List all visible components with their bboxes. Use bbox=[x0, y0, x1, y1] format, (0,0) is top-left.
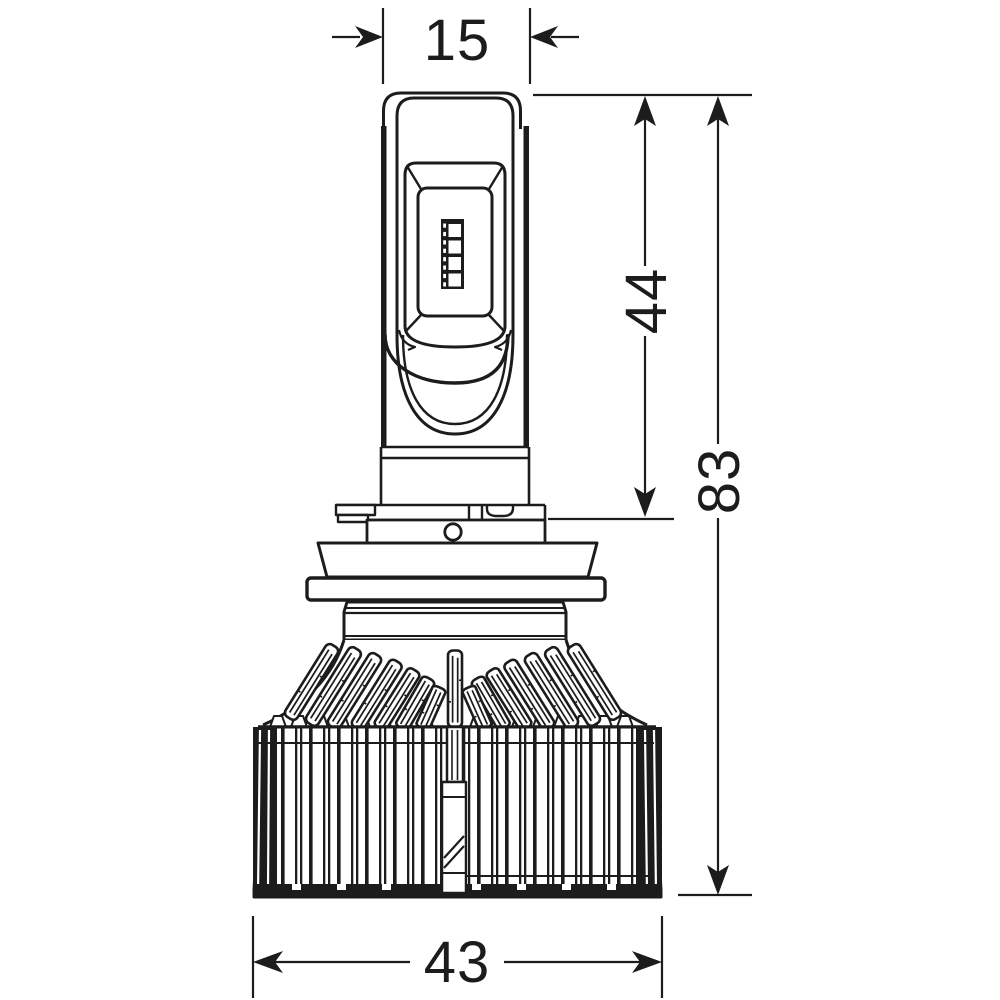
fin-edge-dense-left bbox=[253, 727, 277, 895]
heatsink-pins bbox=[281, 640, 625, 733]
bulb-housing bbox=[381, 91, 529, 460]
dimension-base-width: 43 bbox=[251, 916, 664, 998]
dimension-label-top-width: 15 bbox=[424, 8, 491, 73]
cartridge-bottom-outer bbox=[395, 334, 515, 436]
dimension-label-base-width: 43 bbox=[424, 930, 491, 995]
dimension-label-total-height: 83 bbox=[687, 448, 752, 515]
housing-side-left bbox=[381, 126, 387, 447]
panel-hook-left bbox=[397, 329, 417, 352]
dimension-top-width: 15 bbox=[332, 8, 579, 84]
led-chip bbox=[448, 240, 461, 254]
locating-hole bbox=[443, 522, 463, 542]
column-hatch bbox=[443, 845, 465, 869]
dimension-arrow bbox=[634, 487, 656, 517]
led-window-panel bbox=[397, 161, 513, 352]
panel-hook-right bbox=[493, 329, 513, 352]
dimension-arrow bbox=[355, 26, 383, 48]
center-column-neck bbox=[445, 725, 465, 784]
heatsink-finned-base bbox=[252, 725, 663, 899]
led-chip-strip bbox=[441, 219, 464, 289]
housing-bottom-arc bbox=[383, 333, 510, 385]
dimension-arrow bbox=[253, 951, 283, 973]
flange-ring bbox=[305, 576, 607, 602]
dimension-arrow bbox=[707, 865, 729, 895]
key-notch-scoop bbox=[485, 505, 515, 518]
panel-chamfer-br bbox=[488, 314, 505, 332]
cartridge-outline bbox=[395, 96, 515, 335]
heatsink-pin-center bbox=[446, 649, 464, 729]
chip-contact-dashes bbox=[443, 223, 446, 287]
cartridge-bottom-inner bbox=[401, 334, 509, 426]
mounting-flange bbox=[305, 541, 607, 602]
center-column bbox=[440, 725, 468, 895]
dimension-arrow bbox=[707, 96, 729, 126]
panel-inner bbox=[416, 186, 494, 318]
base-collar bbox=[334, 447, 547, 545]
dimension-arrow bbox=[530, 26, 558, 48]
fin-edge-dense-right bbox=[638, 727, 662, 895]
left-tab-lower bbox=[336, 513, 370, 524]
panel-chamfer-tl bbox=[405, 165, 423, 190]
left-tab-upper bbox=[334, 503, 377, 517]
panel-chamfer-bl bbox=[405, 314, 422, 332]
column-hatch bbox=[443, 835, 465, 859]
dimension-label-upper-height: 44 bbox=[614, 268, 679, 335]
heatsink-neck bbox=[342, 600, 568, 642]
panel-outer bbox=[403, 161, 507, 349]
dimension-total-height: 83 bbox=[687, 96, 752, 895]
flange-skirt bbox=[316, 541, 599, 579]
center-column-body bbox=[440, 780, 468, 895]
dimension-upper-height: 44 bbox=[614, 96, 679, 517]
panel-chamfer-tr bbox=[487, 165, 505, 190]
housing-side-right bbox=[523, 126, 529, 447]
led-chip bbox=[448, 273, 461, 287]
led-chip bbox=[448, 224, 461, 237]
dimension-arrow bbox=[632, 951, 662, 973]
fin-bottom-notches bbox=[292, 884, 616, 890]
dimension-arrow bbox=[634, 96, 656, 126]
housing-outer-cap bbox=[382, 91, 522, 129]
led-chip bbox=[448, 257, 461, 270]
